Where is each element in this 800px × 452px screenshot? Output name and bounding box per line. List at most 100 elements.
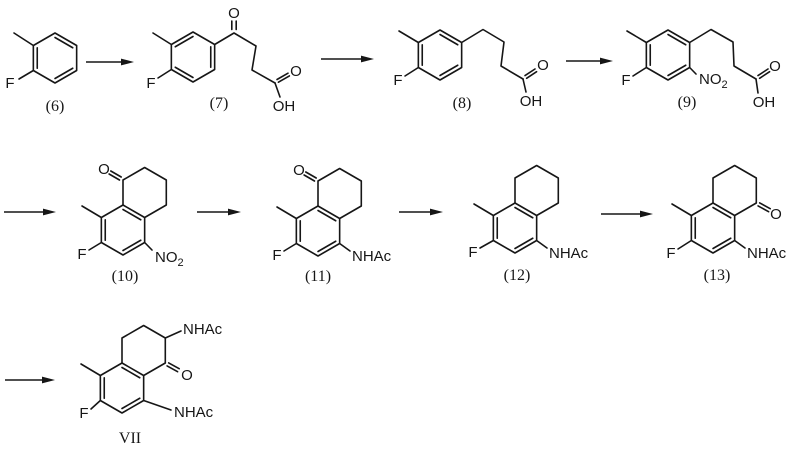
acetamido-top-label: NHAc [183,321,223,338]
compound-7: F O O OH (7) [146,5,301,115]
fluorine-bond [677,239,693,250]
fluorine-label: F [77,246,86,263]
acetamido-bond [535,239,548,249]
acid-double-bond [276,72,291,83]
nitro-group-label: NO2 [155,249,184,269]
acid-double-bond [757,68,771,80]
methyl-bond [473,203,495,217]
benzene-ring [170,31,216,83]
acetamido-label: NHAc [549,245,589,262]
aromatic-double-bonds [421,33,459,77]
compound-10-number: (10) [112,268,139,285]
nitro-subscript: 2 [178,257,184,269]
saturated-ring [514,164,560,217]
hydroxyl-bond [274,82,281,98]
fluorine-bond [88,241,103,251]
fluorine-label: F [272,247,281,264]
benzene-ring [32,32,78,84]
acetamido-bottom-label: NHAc [174,404,214,421]
compound-VII: O NHAc F NHAc VII [79,321,222,447]
fluorine-label: F [79,405,88,422]
ketone-double-bond [231,20,237,31]
acetamido-bottom-bond [142,399,172,411]
benzene-ring [492,202,538,254]
benzene-ring [295,205,341,257]
chain-bonds [213,32,276,84]
hydroxyl-bond [522,78,527,93]
compound-11: O F NHAc (11) [272,162,391,285]
ketone-double-bond [166,362,180,373]
compound-7-number: (7) [210,95,229,112]
ketone-oxygen-label: O [181,367,193,384]
aromatic-double-bonds [104,208,142,252]
compound-8: F O OH (8) [393,28,549,112]
arrow-7 [601,210,653,218]
nitro-main-text: NO [155,249,178,266]
arrow-head-icon [43,208,56,216]
saturated-ring [712,164,758,217]
saturated-ring [122,166,168,219]
fluorine-label: F [666,245,675,262]
compound-VII-number: VII [119,430,141,447]
methyl-bond [13,32,35,47]
aromatic-double-bonds [103,366,141,410]
compound-13-number: (13) [704,267,731,284]
ketone-double-bond [108,170,122,181]
arrow-head-icon [228,208,241,216]
arrow-2 [321,55,374,63]
compound-13: O F NHAc (13) [666,164,787,284]
nitro-bond [688,66,697,75]
acetamido-bond [733,239,746,249]
nitro-bond [143,241,153,251]
fluorine-bond [157,68,173,79]
ketone-oxygen-label: O [293,162,305,179]
methyl-bond [398,30,420,44]
fluorine-bond [404,66,420,77]
acetamido-top-bond [164,330,182,339]
compound-8-number: (8) [453,95,472,112]
saturated-ring [121,324,167,377]
fluorine-bond [90,399,102,410]
nitro-main-text: NO [699,71,722,88]
arrow-head-icon [640,210,653,218]
ketone-double-bond [303,171,317,182]
arrow-6 [399,208,443,216]
methyl-bond [276,206,298,220]
methyl-bond [152,32,173,46]
acetamido-bond [338,242,351,252]
benzene-ring [645,29,691,81]
fluorine-label: F [468,244,477,261]
arrow-head-icon [121,58,134,66]
acid-oxygen-label: O [769,58,781,75]
hydroxyl-label: OH [273,98,296,115]
ketone-oxygen-label: O [228,5,240,22]
aromatic-double-bonds [694,206,732,250]
chain-bonds [460,28,524,80]
arrow-head-icon [42,376,55,384]
arrow-3 [566,57,613,65]
fluorine-label: F [393,72,402,89]
methyl-bond [80,363,102,377]
ketone-oxygen-label: O [98,161,110,178]
benzene-ring [690,202,736,254]
fluorine-label: F [146,75,155,92]
arrow-head-icon [600,57,613,65]
compound-9: F NO2 O OH (9) [621,28,781,111]
methyl-bond [671,203,693,217]
fluorine-label: F [5,75,14,92]
hydroxyl-label: OH [520,93,543,110]
aromatic-double-bonds [174,35,212,79]
benzene-ring [99,362,145,414]
ketone-oxygen-label: O [770,206,782,223]
aromatic-double-bonds [496,206,534,250]
acetamido-label: NHAc [747,245,787,262]
aromatic-double-bonds [649,33,687,77]
compound-12: F NHAc (12) [468,164,589,284]
compound-6-number: (6) [46,98,65,115]
arrow-head-icon [361,55,374,63]
fluorine-bond [283,242,298,252]
hydroxyl-label: OH [753,94,776,111]
compound-9-number: (9) [678,94,697,111]
